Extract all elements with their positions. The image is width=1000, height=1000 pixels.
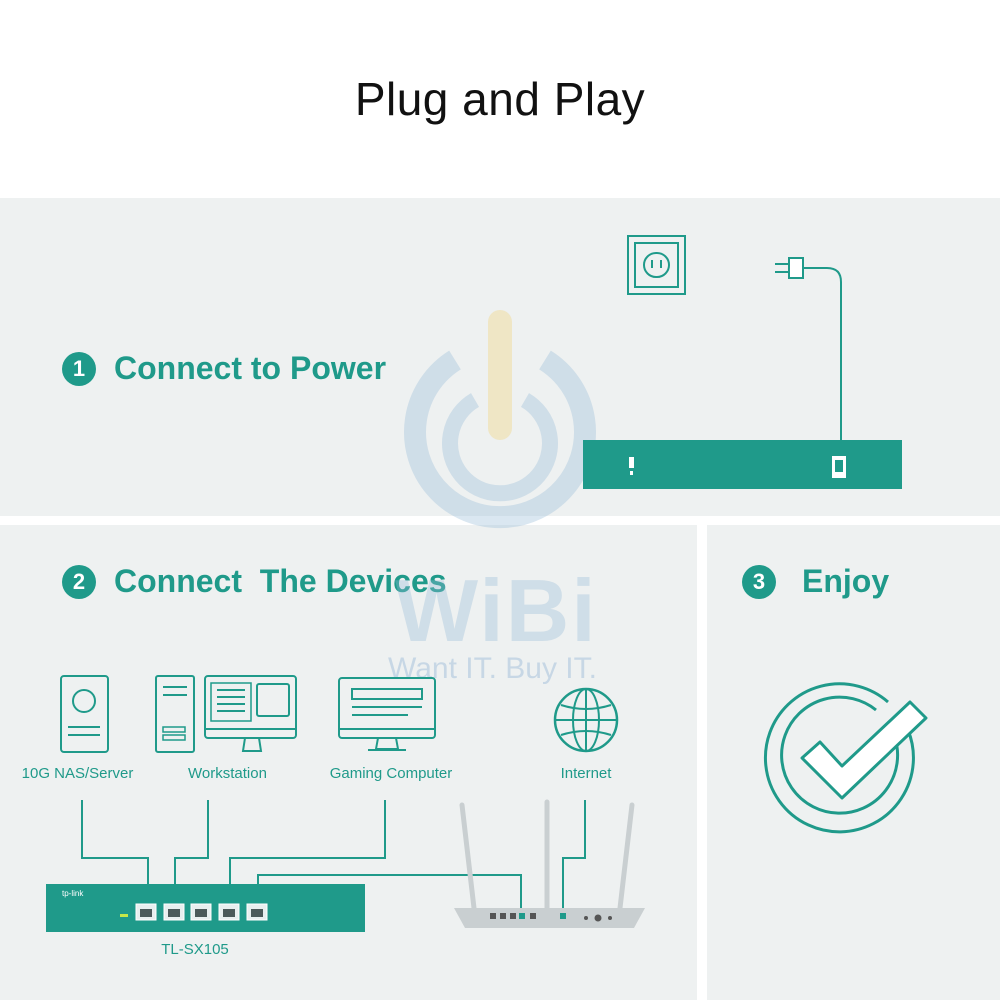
step-1-number: 1 (62, 351, 96, 386)
watermark-power-icon (404, 310, 596, 529)
workstation-label: Workstation (188, 765, 267, 782)
step-3-number: 3 (742, 564, 776, 599)
globe-icon (553, 687, 619, 753)
power-plug-cable-icon (775, 257, 842, 443)
nas-label: 10G NAS/Server (21, 765, 134, 782)
switch-model-label: TL-SX105 (161, 941, 229, 958)
gaming-computer-icon (338, 677, 436, 751)
watermark-tagline: Want IT. Buy IT. (388, 652, 597, 685)
step-3: 3 Enjoy (742, 563, 889, 600)
workstation-icon (155, 675, 297, 753)
brand-logo: tp-link (62, 889, 84, 898)
step-3-label: Enjoy (802, 563, 890, 599)
nas-server-icon (60, 675, 109, 753)
check-circle-icon (763, 682, 928, 834)
step-2-number: 2 (62, 564, 96, 599)
internet-label: Internet (560, 765, 612, 782)
step-2: 2 Connect The Devices (62, 563, 447, 600)
watermark-brand: WiBi (395, 561, 598, 660)
page-title: Plug and Play (354, 73, 646, 125)
wall-outlet-icon (627, 235, 686, 295)
step-1: 1 Connect to Power (62, 350, 386, 387)
switch-front-view (46, 884, 365, 932)
switch-rear-view (583, 440, 902, 489)
gaming-computer-label: Gaming Computer (329, 765, 453, 782)
step-2-label: Connect The Devices (114, 563, 447, 599)
step-1-label: Connect to Power (114, 350, 387, 386)
router-icon (454, 799, 645, 928)
